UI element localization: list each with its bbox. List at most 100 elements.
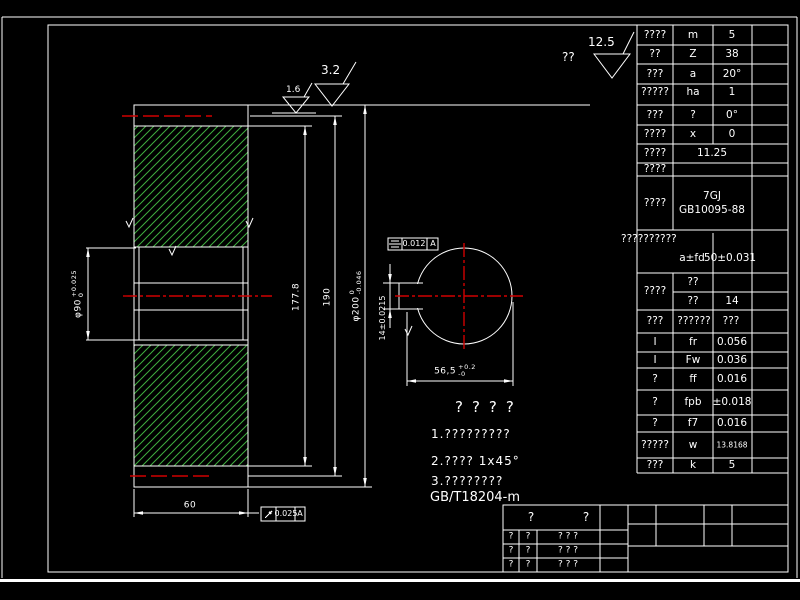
table-r9-val-line2: GB10095-88 xyxy=(679,203,745,216)
titleblock-row2-b: ? xyxy=(525,545,531,556)
fcf-runout-value: 0.025 xyxy=(274,509,298,518)
table-r11-val: 14 xyxy=(725,294,739,307)
table-r10-header: ?????????? xyxy=(621,233,677,245)
table-r3-val: 20° xyxy=(722,67,742,80)
table-r14-label: I xyxy=(653,353,657,366)
table-r16-label: ? xyxy=(652,395,658,408)
dim-pitch-diameter: 190 xyxy=(322,287,333,307)
dim-root-diameter: 177.8 xyxy=(291,282,302,312)
table-r18-label: ????? xyxy=(641,438,669,451)
roughness-mark-left xyxy=(125,217,134,229)
fcf-runout-frame xyxy=(260,506,306,522)
table-r12-sym: ?????? xyxy=(677,314,711,327)
note-line-4: GB/T18204-m xyxy=(430,490,521,505)
titleblock-row3-b: ? xyxy=(525,559,531,570)
table-r11-sym2: ?? xyxy=(687,294,699,307)
table-r14-sym: Fw xyxy=(685,353,701,366)
table-r2-sym: Z xyxy=(689,47,697,60)
table-r5-sym: ? xyxy=(690,108,696,121)
titleblock-row3-a: ? xyxy=(508,559,514,570)
table-r9-val-line1: 7GJ xyxy=(703,189,721,202)
table-r11-label: ???? xyxy=(643,284,667,297)
roughness-symbols xyxy=(125,31,635,337)
titleblock-name-left: ? xyxy=(527,510,535,524)
table-r7-label: ???? xyxy=(643,146,667,159)
outer-border xyxy=(0,16,800,582)
table-r19-val: 5 xyxy=(728,458,736,471)
runout-arrow-icon xyxy=(268,511,272,515)
dim-keyway-depth: 56,5+0.2-0 xyxy=(434,363,476,378)
table-r19-label: ??? xyxy=(646,458,664,471)
table-r6-sym: x xyxy=(689,127,697,140)
titleblock-row3-c: ? ? ? xyxy=(557,559,579,570)
table-r2-label: ?? xyxy=(649,47,661,60)
table-r18-val: 13.8168 xyxy=(716,440,748,450)
table-r10-val: 50±0.031 xyxy=(703,251,757,264)
note-line-2: 2.???? 1x45° xyxy=(431,454,520,468)
table-r6-label: ???? xyxy=(643,127,667,140)
table-r3-sym: a xyxy=(689,67,697,80)
fcf-symmetry-datum: A xyxy=(430,239,436,248)
fcf-runout-datum: A xyxy=(297,509,303,518)
table-r13-sym: fr xyxy=(688,335,698,348)
titleblock-row1-a: ? xyxy=(508,531,514,542)
roughness-symbol-top xyxy=(313,61,357,107)
roughness-mark-keyway xyxy=(404,325,413,337)
inner-frame xyxy=(47,24,789,573)
fcf-symmetry-value: 0.012 xyxy=(402,239,426,248)
table-r17-val: 0.016 xyxy=(716,416,748,429)
table-r10-sym: a±fd xyxy=(679,251,705,264)
table-r8-label: ???? xyxy=(643,162,667,175)
dimension-arrows xyxy=(86,105,513,515)
table-r13-label: I xyxy=(653,335,657,348)
table-r4-label: ????? xyxy=(641,85,669,98)
table-r2-val: 38 xyxy=(725,47,739,60)
table-r16-sym: fpb xyxy=(684,395,702,408)
table-r3-label: ??? xyxy=(646,67,664,80)
hatch-bottom xyxy=(133,344,249,467)
centerlines xyxy=(122,115,523,477)
table-r19-sym: k xyxy=(689,458,697,471)
title-block-grid xyxy=(502,504,789,573)
table-r12-label: ??? xyxy=(646,314,664,327)
table-r9-label: ???? xyxy=(643,196,667,209)
table-r17-sym: f7 xyxy=(687,416,699,429)
roughness-mark-right xyxy=(245,217,254,229)
titleblock-row1-c: ? ? ? xyxy=(557,531,579,542)
table-r15-val: 0.016 xyxy=(716,372,748,385)
roughness-general-prefix: ?? xyxy=(562,50,575,64)
table-r15-label: ? xyxy=(652,372,658,385)
roughness-mark-hub xyxy=(168,245,177,257)
table-r16-val: ±0.018 xyxy=(712,395,752,408)
table-r6-val: 0 xyxy=(728,127,736,140)
parameter-table-grid xyxy=(636,25,788,474)
table-r1-sym: m xyxy=(687,28,699,41)
dim-face-width: 60 xyxy=(183,500,197,511)
hatch-top xyxy=(133,125,249,248)
notes-title: ???? xyxy=(455,398,523,416)
titleblock-name-right: ? xyxy=(582,510,590,524)
table-r5-val: 0° xyxy=(726,108,738,121)
roughness-side-value: 1.6 xyxy=(286,85,301,95)
note-line-1: 1.????????? xyxy=(431,427,511,441)
fcf-symmetry-frame xyxy=(387,237,439,251)
table-r1-val: 5 xyxy=(728,28,736,41)
titleblock-row1-b: ? xyxy=(525,531,531,542)
table-r15-sym: ff xyxy=(689,372,697,385)
roughness-symbol-side xyxy=(281,82,313,114)
table-r5-label: ??? xyxy=(646,108,664,121)
roughness-symbol-general xyxy=(593,31,635,79)
table-r12-val: ??? xyxy=(722,314,740,327)
table-r11-sym1: ?? xyxy=(687,275,699,288)
note-line-3: 3.???????? xyxy=(431,474,504,488)
table-r14-val: 0.036 xyxy=(716,353,748,366)
table-r13-val: 0.056 xyxy=(716,335,748,348)
roughness-general-value: 12.5 xyxy=(588,35,615,49)
roughness-top-value: 3.2 xyxy=(321,63,341,77)
table-r4-sym: ha xyxy=(686,85,700,98)
table-r7-val: 11.25 xyxy=(696,146,728,159)
